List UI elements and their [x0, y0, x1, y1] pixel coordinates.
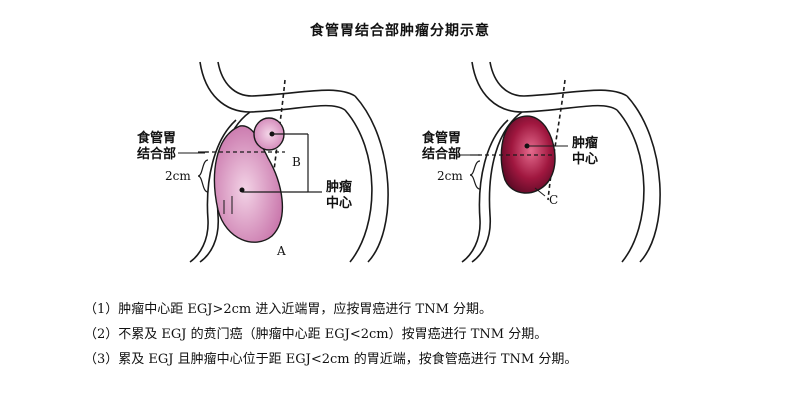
right-stomach-outline	[461, 61, 661, 263]
note-2: （2）不累及 EGJ 的贲门癌（肿瘤中心距 EGJ<2cm）按胃癌进行 TNM …	[84, 327, 548, 342]
left-inner-marks	[223, 196, 233, 214]
note-3: （3）累及 EGJ 且肿瘤中心位于距 EGJ<2cm 的胃近端，按食管癌进行 T…	[84, 352, 578, 367]
right-egj-label: 食管胃 结合部	[422, 131, 462, 162]
right-c-leader	[534, 187, 546, 197]
left-distance-brace	[197, 151, 209, 193]
page-title: 食管胃结合部肿瘤分期示意	[310, 23, 490, 39]
note-1: （1）肿瘤中心距 EGJ>2cm 进入近端胃，应按胃癌进行 TNM 分期。	[84, 302, 493, 317]
right-distance-label: 2cm	[437, 169, 463, 183]
right-tumor-center-label: 肿瘤 中心	[572, 136, 599, 167]
marker-c: C	[549, 193, 559, 207]
marker-b: B	[292, 155, 301, 169]
tumor-a-center-dot	[239, 187, 245, 193]
left-b-bracket	[242, 133, 322, 193]
staging-notes: （1）肿瘤中心距 EGJ>2cm 进入近端胃，应按胃癌进行 TNM 分期。 （2…	[84, 297, 784, 372]
left-distance-label: 2cm	[165, 169, 191, 183]
left-egj-label: 食管胃 结合部	[137, 131, 177, 162]
right-distance-brace	[469, 154, 481, 190]
left-tumor-center-label: 肿瘤 中心	[326, 180, 353, 211]
marker-a: A	[277, 244, 286, 258]
